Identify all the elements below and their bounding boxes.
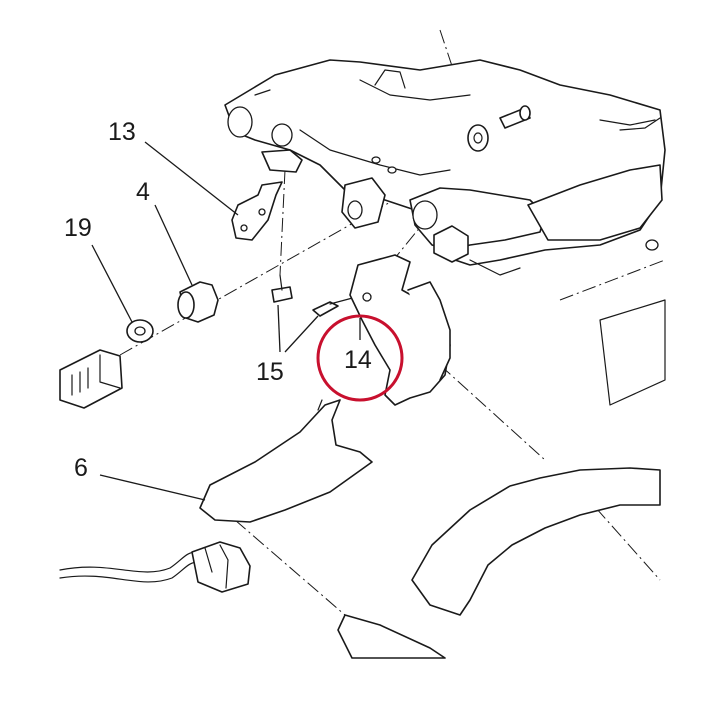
part-13-bracket xyxy=(231,149,303,241)
bottom-part xyxy=(337,614,446,659)
top-right-fasteners xyxy=(467,105,531,152)
callout-13: 13 xyxy=(108,118,136,146)
callout-15: 15 xyxy=(256,358,284,386)
lower-right-body xyxy=(411,299,666,616)
part-6-cover xyxy=(199,399,373,523)
callout-6: 6 xyxy=(74,454,88,482)
callout-19: 19 xyxy=(64,214,92,242)
connector-left xyxy=(59,349,123,409)
wire-harness xyxy=(59,541,251,593)
callout-labels: 13 4 19 15 14 6 xyxy=(64,118,372,482)
frame-assembly xyxy=(224,59,666,276)
leader-lines xyxy=(91,141,361,501)
part-19-washer xyxy=(126,319,154,343)
callout-14: 14 xyxy=(344,346,372,374)
part-4-bushing xyxy=(177,281,219,323)
highlight-ring xyxy=(316,314,404,402)
part-15-screws xyxy=(271,274,361,317)
part-14-lever xyxy=(349,254,451,406)
callout-4: 4 xyxy=(136,178,150,206)
